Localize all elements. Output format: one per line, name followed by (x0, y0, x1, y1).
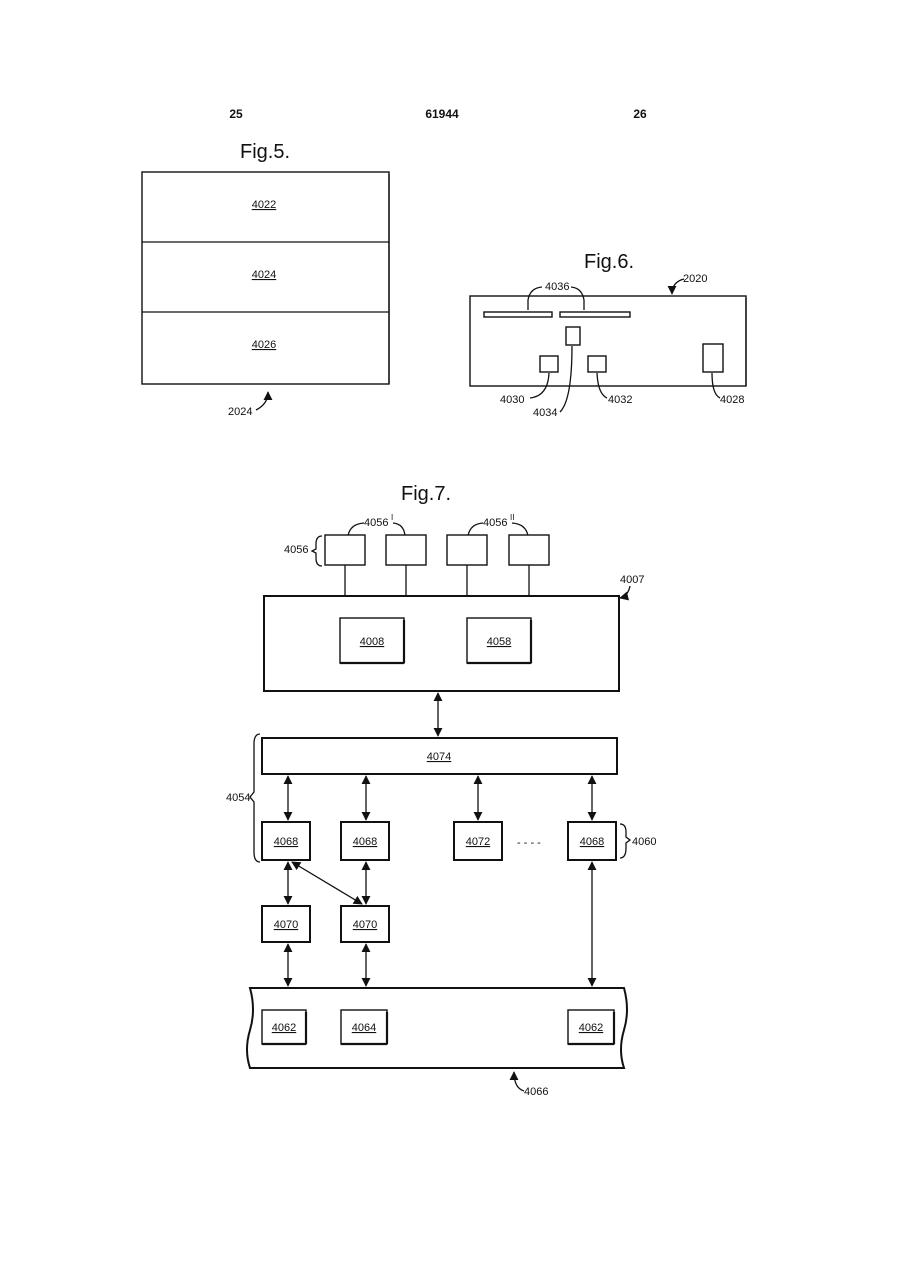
fig7-bottom-block (247, 988, 627, 1068)
fig7-bottom-label: 4062 (579, 1022, 603, 1034)
fig6-ref-4030: 4030 (500, 394, 524, 406)
fig7-title: Fig.7. (401, 483, 451, 505)
fig7-group-ref-4056: 4056 (284, 544, 308, 556)
fig7-ref-4066-leader (514, 1072, 524, 1091)
fig7-ref-4054: 4054 (226, 792, 250, 804)
fig7-leader (468, 523, 483, 536)
right-page-number: 26 (633, 107, 647, 121)
fig7-ref-4056-ii: 4056 (483, 517, 507, 529)
fig7-label-4058: 4058 (487, 636, 511, 648)
fig7-brace-4060 (620, 824, 630, 858)
fig7-row-label: 4068 (580, 836, 604, 848)
fig6-circuit-board (470, 296, 746, 386)
fig7-row-label: 4072 (466, 836, 490, 848)
fig6-ref-4034: 4034 (533, 407, 557, 419)
fig7-diagonal-arrow (292, 862, 362, 904)
fig6-ref-4032: 4032 (608, 394, 632, 406)
fig7-bottom-label: 4064 (352, 1022, 376, 1034)
fig7-ref-4007: 4007 (620, 574, 644, 586)
fig7-ref-4066: 4066 (524, 1086, 548, 1098)
fig5-ref-leader (256, 392, 268, 410)
fig7-leader (393, 523, 405, 536)
fig7-sub-row-label: 4070 (274, 919, 298, 931)
fig7-ref-4007-leader (620, 586, 630, 598)
fig7-leader (348, 523, 364, 536)
fig7-sub-row-label: 4070 (353, 919, 377, 931)
fig7-superscript-ii: II (510, 513, 514, 522)
fig5-title: Fig.5. (240, 141, 290, 163)
fig7-device-block (264, 596, 619, 691)
left-page-number: 25 (229, 107, 243, 121)
fig6-slots-ref: 4036 (545, 281, 569, 293)
fig7-row-label: 4068 (274, 836, 298, 848)
fig5-layer-label: 4024 (252, 269, 276, 281)
fig7-ellipsis: - - - - (517, 837, 541, 849)
fig7-brace-4054 (250, 734, 260, 862)
fig7-row-label: 4068 (353, 836, 377, 848)
fig5-layer-label: 4022 (252, 199, 276, 211)
fig7-unit-row (262, 822, 616, 860)
fig7-ref-4056-i: 4056 (364, 517, 388, 529)
fig6-board-ref: 2020 (683, 273, 707, 285)
fig7-leader (512, 523, 528, 536)
fig6-ref-4028: 4028 (720, 394, 744, 406)
fig7-superscript-i: I (391, 513, 393, 522)
fig6-title: Fig.6. (584, 251, 634, 273)
fig7-group-brace (312, 536, 322, 566)
fig7-top-units (325, 535, 549, 596)
document-number: 61944 (425, 107, 459, 121)
fig7-ref-4060: 4060 (632, 836, 656, 848)
fig5-layer-label: 4026 (252, 339, 276, 351)
fig7-label-4074: 4074 (427, 751, 451, 763)
fig5-ref-label: 2024 (228, 406, 252, 418)
fig7-label-4008: 4008 (360, 636, 384, 648)
fig7-bottom-label: 4062 (272, 1022, 296, 1034)
